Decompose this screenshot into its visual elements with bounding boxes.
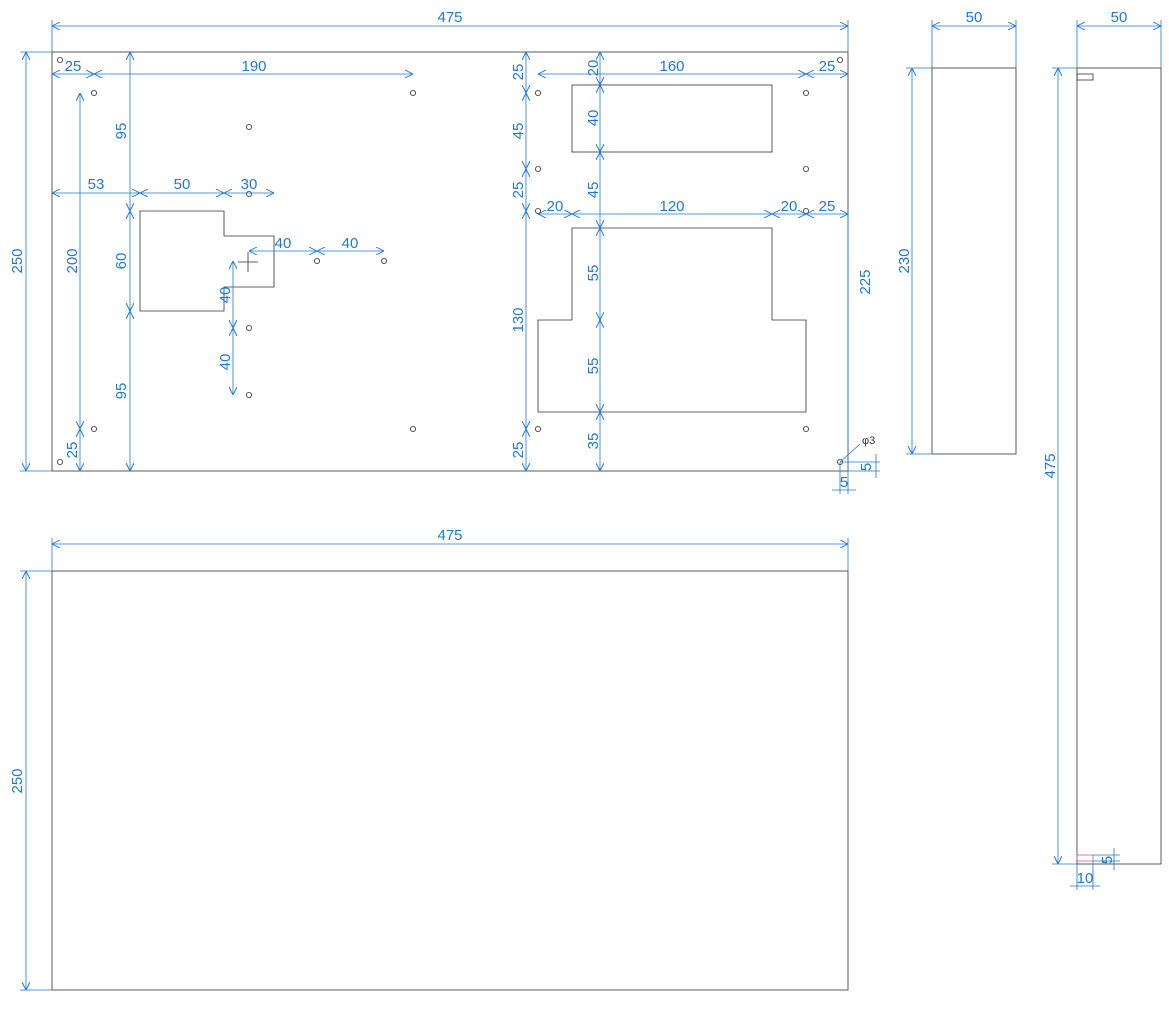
extension-lines	[1093, 854, 1120, 862]
dim-right-25a: 25	[510, 64, 527, 81]
dim-side1-width: 50	[966, 9, 983, 26]
dim-right-35: 35	[585, 433, 602, 450]
dim-right-55a: 55	[585, 265, 602, 282]
hole	[535, 90, 542, 97]
hole	[837, 57, 844, 64]
hole	[803, 165, 810, 172]
side-view-2: 50 475 10 5	[1042, 9, 1162, 890]
extension-lines	[931, 20, 1017, 68]
hole	[803, 207, 810, 214]
dim-bottom-height: 250	[9, 768, 26, 793]
side-view-1: 50 230	[896, 9, 1017, 455]
dim-right-225: 225	[857, 269, 874, 294]
dim-left-50: 50	[174, 176, 191, 193]
dim-side2-5: 5	[1099, 856, 1116, 864]
dim-right-40: 40	[585, 110, 602, 127]
dim-right-45b: 45	[585, 182, 602, 199]
hole	[409, 90, 416, 97]
hole	[535, 165, 542, 172]
extension-lines	[1076, 20, 1162, 68]
hole	[803, 425, 810, 432]
top-panel-view: 475 250 25 190 53 50 30 40 40 95 60 95 2…	[9, 9, 880, 494]
lower-stepped-cutout	[537, 227, 807, 413]
hole	[245, 391, 252, 398]
top-tab	[1076, 73, 1094, 81]
dim-left-95b: 95	[113, 383, 130, 400]
hole	[91, 425, 98, 432]
top-panel-outline	[51, 51, 849, 472]
dim-left-53: 53	[88, 176, 105, 193]
hole	[91, 90, 98, 97]
dim-left-40c: 40	[217, 287, 234, 304]
side-view-1-outline	[931, 67, 1017, 455]
mounting-holes	[57, 57, 844, 465]
hole	[245, 324, 252, 331]
dim-right-160: 160	[659, 58, 684, 75]
dim-left-95a: 95	[113, 123, 130, 140]
dim-left-40b: 40	[342, 235, 359, 252]
dim-side2-10: 10	[1077, 870, 1094, 887]
hole	[313, 257, 320, 264]
dim-top-height: 250	[9, 248, 26, 273]
dim-right-45a: 45	[510, 123, 527, 140]
dim-right-25d: 25	[819, 198, 836, 215]
hole	[57, 458, 64, 465]
dim-side2-height: 475	[1042, 453, 1059, 478]
dim-right-120: 120	[659, 198, 684, 215]
dim-right-20c: 20	[781, 198, 798, 215]
dim-left-60: 60	[113, 253, 130, 270]
dim-hole-5a: 5	[840, 474, 848, 491]
dim-right-25e: 25	[510, 442, 527, 459]
side-view-2-outline	[1076, 67, 1162, 865]
hole	[535, 207, 542, 214]
extension-lines	[840, 461, 880, 472]
bottom-panel-view: 475 250	[9, 527, 849, 991]
hole-diameter-note: φ3	[862, 435, 875, 447]
dim-left-200: 200	[64, 248, 81, 273]
dim-left-40d: 40	[217, 354, 234, 371]
dim-right-25c: 25	[510, 182, 527, 199]
dim-hole-5b: 5	[858, 463, 875, 471]
dim-right-20b: 20	[547, 198, 564, 215]
dim-right-25b: 25	[819, 58, 836, 75]
dim-left-190: 190	[241, 58, 266, 75]
leader-line	[839, 443, 861, 463]
dim-left-40a: 40	[275, 235, 292, 252]
dim-side2-width: 50	[1111, 9, 1128, 26]
dim-left-25b: 25	[64, 442, 81, 459]
hole	[57, 57, 64, 64]
hole	[803, 90, 810, 97]
dim-right-55b: 55	[585, 358, 602, 375]
hole	[535, 425, 542, 432]
center-mark	[238, 252, 258, 272]
dim-side1-height: 230	[896, 248, 913, 273]
dim-left-25a: 25	[65, 58, 82, 75]
dim-left-30: 30	[241, 176, 258, 193]
upper-rect-cutout	[571, 84, 773, 153]
hole	[380, 257, 387, 264]
hole	[409, 425, 416, 432]
dim-top-width: 475	[437, 9, 462, 26]
bottom-tab	[1076, 854, 1094, 862]
dim-bottom-width: 475	[437, 527, 462, 544]
hole	[245, 124, 252, 131]
stepped-cutout	[139, 210, 275, 312]
bottom-panel-outline	[51, 570, 849, 991]
dim-right-130: 130	[510, 307, 527, 332]
